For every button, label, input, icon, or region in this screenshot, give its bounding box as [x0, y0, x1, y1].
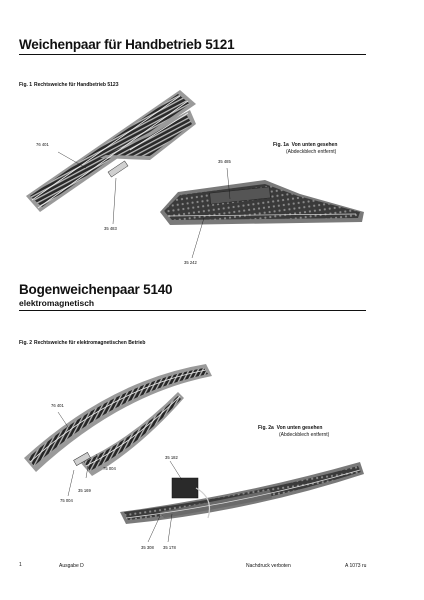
callout-line: [95, 453, 101, 463]
fig1-caption: Rechtsweiche für Handbetrieb 5123: [34, 82, 119, 88]
fig2-caption: Rechtsweiche für elektromagnetischen Bet…: [34, 340, 146, 346]
fig2a-label: Fig. 2a Von unten gesehen (Abdeckblech e…: [258, 425, 329, 439]
fig2a-subcaption: (Abdeckblech entfernt): [279, 432, 330, 438]
fig1a-subcaption: (Abdeckblech entfernt): [286, 149, 337, 155]
part-number: 76 401: [36, 142, 49, 147]
callout-line: [112, 177, 117, 225]
callout-line: [169, 460, 183, 481]
fig2a-number: Fig. 2a: [258, 425, 274, 431]
callout-line: [57, 151, 87, 169]
part-number: 75 004: [103, 466, 116, 471]
part-number: 35 242: [184, 260, 197, 265]
callout-line: [85, 465, 89, 479]
section2-rule: [19, 310, 366, 312]
part-number: 35 178: [163, 545, 176, 550]
fig1-number: Fig. 1: [19, 82, 33, 88]
fig1a-underside-image: [160, 180, 364, 225]
section2-subtitle: elektromagnetisch: [19, 298, 95, 308]
fig1a-number: Fig. 1a: [273, 142, 289, 148]
fig2-curved-turnout-image: [24, 364, 212, 476]
section1-title: Weichenpaar für Handbetrieb 5121: [19, 37, 235, 52]
callout-line: [167, 513, 173, 543]
fig2-number: Fig. 2: [19, 340, 33, 346]
document-code: A 1073 ru: [345, 563, 367, 569]
fig1a-label: Fig. 1a Von unten gesehen (Abdeckblech e…: [273, 142, 337, 156]
part-number: 35 308: [141, 545, 154, 550]
callout-line: [67, 469, 75, 497]
callout-line: [191, 217, 205, 259]
section1-rule: [19, 54, 366, 56]
section2-title: Bogenweichenpaar 5140: [19, 282, 173, 297]
fig1-turnout-image: [26, 90, 196, 212]
part-number: 35 483: [104, 226, 117, 231]
part-number: 35 182: [165, 455, 178, 460]
fig2a-underside-image: [120, 462, 364, 524]
edition-label: Ausgabe D: [59, 563, 84, 569]
fig2a-caption: Von unten gesehen: [276, 425, 323, 431]
page-number: 1: [19, 562, 22, 568]
reprint-notice: Nachdruck verboten: [246, 563, 291, 569]
part-number: 76 401: [51, 403, 64, 408]
part-number: 35 485: [218, 159, 231, 164]
fig1a-caption: Von unten gesehen: [291, 142, 338, 148]
callout-line: [147, 515, 161, 543]
callout-line: [226, 167, 231, 200]
callout-line: [57, 411, 71, 431]
part-number: 75 004: [60, 498, 73, 503]
part-number: 35 169: [78, 488, 91, 493]
